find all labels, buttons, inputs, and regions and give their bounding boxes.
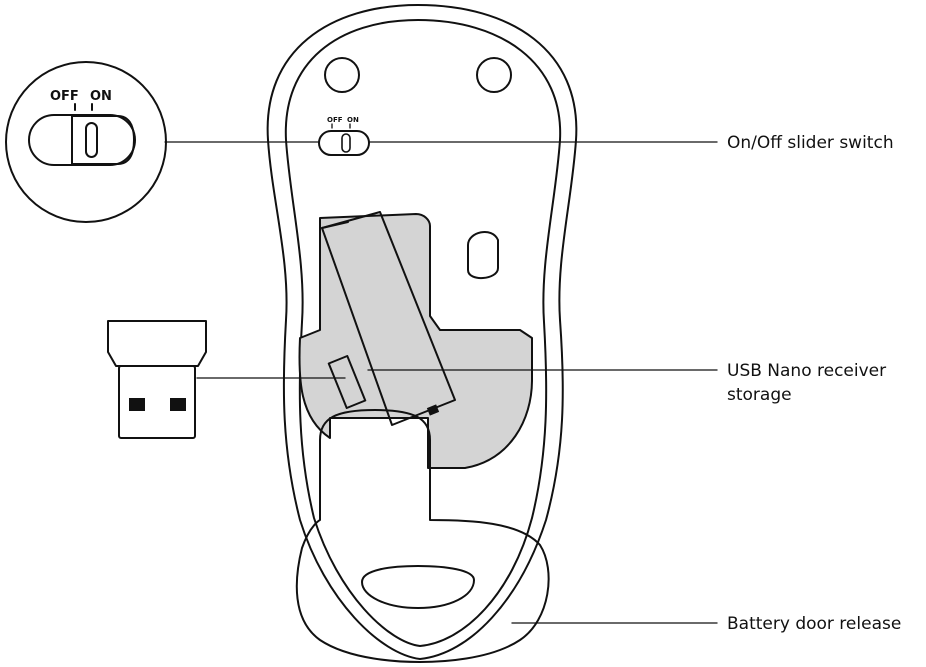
callout-battery: Battery door release [727,614,901,634]
stored-receiver-body [321,211,456,426]
inset-switch-knob [85,122,98,158]
mouse-switch-off-label: OFF [327,116,343,124]
receiver-contact-left [129,398,145,411]
callout-switch: On/Off slider switch [727,133,894,153]
callout-receiver-line1: USB Nano receiver [727,361,886,381]
battery-door-outline [295,409,550,663]
inset-switch-slot [71,115,135,165]
optical-sensor [467,231,499,279]
mouse-outer-shell [266,4,578,660]
receiver-plug [118,365,196,439]
mouse-inner-shell [284,19,562,647]
battery-door[interactable] [295,409,550,663]
mouse-switch-on-label: ON [347,116,359,124]
leader-lines [164,141,718,624]
receiver-cap [107,320,207,367]
inset-off-label: OFF [50,89,79,104]
callout-receiver-line2: storage [727,385,792,405]
mouse-foot-left [324,57,360,93]
mouse-foot-right [476,57,512,93]
mouse-switch-knob [341,133,351,153]
stored-receiver-tab [426,404,440,416]
battery-compartment [298,211,533,469]
mouse-power-switch[interactable]: OFF ON [318,116,370,156]
mouse-switch-track [318,130,370,156]
stored-receiver-plug [327,355,367,409]
receiver-contact-right [170,398,186,411]
mouse-body [266,4,578,660]
inset-on-label: ON [90,89,112,104]
battery-door-release-grip[interactable] [361,565,475,609]
usb-nano-receiver [107,320,207,439]
inset-switch-track [28,114,136,166]
switch-zoom-inset: OFF ON [5,61,167,223]
callout-labels: On/Off slider switch USB Nano receiver s… [727,133,901,634]
